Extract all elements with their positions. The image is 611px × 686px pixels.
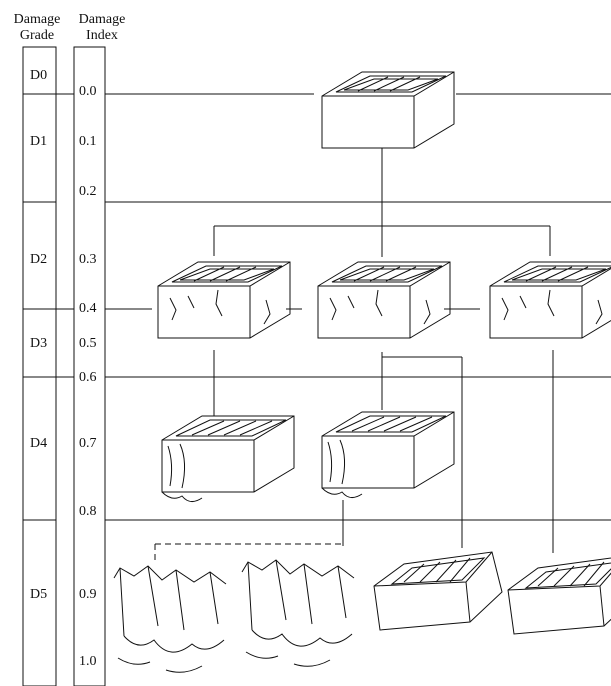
damage-diagram [0,0,611,686]
